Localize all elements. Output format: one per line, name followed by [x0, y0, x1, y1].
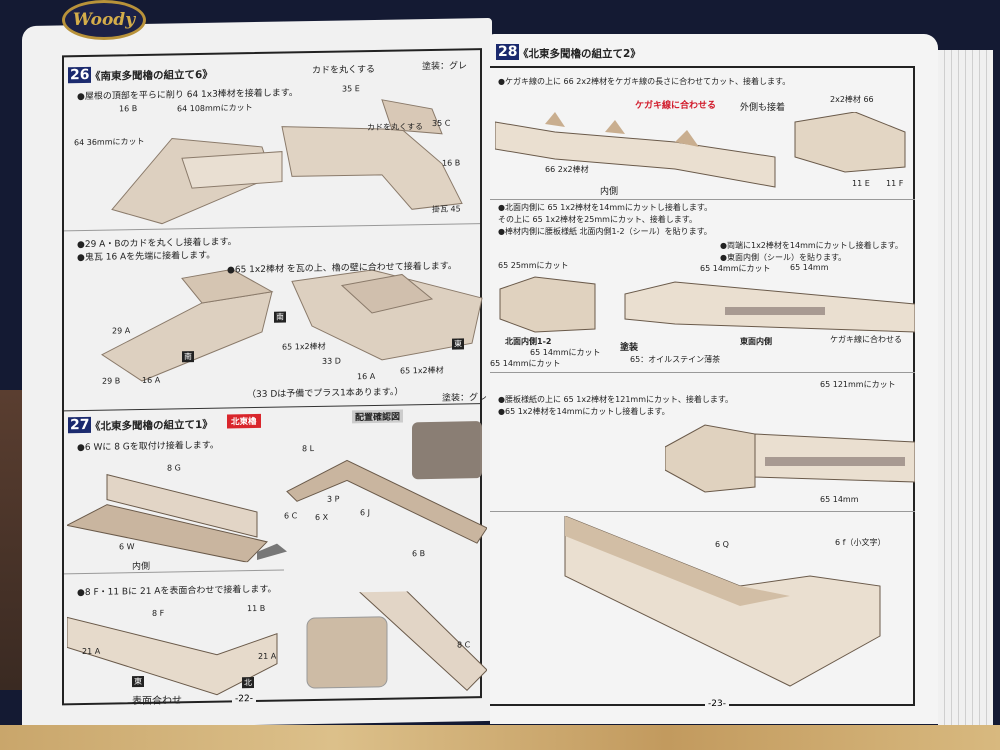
round-note: カドを丸くする — [312, 64, 376, 77]
instruction: ●65 1x2棒材を14mmにカットし接着します。 — [498, 407, 670, 416]
page-number: -22- — [232, 694, 256, 705]
instruction: その上に 65 1x2棒材を25mmにカット、接着します。 — [498, 215, 697, 224]
layout-confirm-label: 配置確認図 — [352, 409, 404, 424]
part-callout: 6 C — [284, 511, 298, 521]
part-callout: 11 B — [247, 603, 266, 614]
part-callout: 6 Q — [715, 540, 729, 549]
castle-model-illustration — [101, 268, 483, 382]
instruction: ●鬼瓦 16 Aを先端に接着します。 — [77, 250, 216, 264]
step-title: 《南東多聞櫓の組立て6》 — [90, 68, 213, 83]
part-callout: 21 A — [82, 646, 101, 657]
part-callout: 65 14mmにカット — [530, 348, 601, 357]
flush-label: 表面合わせ — [132, 695, 182, 708]
paint-note: 塗装：グレ — [442, 392, 488, 404]
warning-label: ケガキ線に合わせる — [635, 101, 717, 111]
part-callout: ケガキ線に合わせる — [830, 335, 902, 344]
wall-parts-illustration — [67, 459, 487, 563]
wall-model-illustration — [495, 112, 906, 188]
paint-spec: 65：オイルステイン薄茶 — [630, 355, 721, 364]
interior-model-illustration — [499, 276, 915, 333]
part-callout: 11 F — [886, 179, 904, 188]
step-badge: 26 — [68, 66, 92, 84]
part-callout: 8 G — [167, 463, 181, 473]
part-callout: 16 B — [119, 104, 138, 114]
brand-logo: Woody — [62, 0, 146, 40]
roof-model-illustration — [111, 99, 463, 225]
part-callout: 65 14mm — [820, 495, 859, 504]
part-callout: 8 F — [152, 608, 165, 618]
direction-label: 南 — [274, 311, 286, 323]
inner-side-label: 内側 — [600, 187, 619, 197]
left-page: 26 《南東多聞櫓の組立て6》 ●屋根の頂部を平らに削り 64 1x3棒材を接着… — [22, 17, 492, 730]
part-callout: 21 A — [258, 651, 277, 661]
assembly-illustration — [67, 589, 487, 696]
part-callout: 掛瓦 45 — [432, 204, 461, 214]
part-callout: 11 E — [852, 179, 870, 188]
paint-label: 塗装 — [620, 343, 639, 353]
part-callout: 35 C — [432, 118, 451, 128]
step-title: 《北東多聞櫓の組立て2》 — [518, 48, 641, 60]
section-tag: 北東櫓 — [227, 413, 261, 429]
divider — [490, 511, 915, 512]
instruction: ●6 Wに 8 Gを取付け接着します。 — [77, 440, 219, 454]
instruction: ●腰板様紙の上に 65 1x2棒材を121mmにカット、接着します。 — [498, 395, 734, 404]
annotation: 2x2棒材 66 — [830, 95, 874, 104]
direction-label: 東 — [132, 675, 144, 688]
spare-note: （33 Dは予備でプラス1本あります。） — [247, 387, 404, 401]
divider — [490, 199, 915, 200]
part-callout: 65 1x2棒材 — [400, 365, 444, 376]
step-badge: 27 — [68, 416, 92, 434]
inner-side-label: 内側 — [132, 561, 151, 573]
part-callout: 8 C — [457, 640, 471, 650]
part-callout: 16 A — [142, 375, 161, 386]
part-callout: 65 121mmにカット — [820, 380, 896, 389]
part-callout: 29 B — [102, 376, 121, 386]
instruction: ●東面内側（シール）を貼ります。 — [720, 253, 847, 262]
part-callout: 65 1x2棒材 — [282, 341, 326, 352]
part-callout: 16 A — [357, 371, 376, 382]
page-frame — [490, 66, 915, 706]
step-title: 《北東多聞櫓の組立て1》 — [90, 418, 213, 433]
page-number: -23- — [705, 699, 729, 709]
part-callout: 66 2x2棒材 — [545, 165, 589, 174]
wall-model-illustration — [564, 516, 881, 687]
wooden-table — [0, 725, 1000, 750]
instruction: ●両端に1x2棒材を14mmにカットし接着します。 — [720, 241, 903, 250]
paint-note: 塗装：グレ — [422, 61, 468, 73]
direction-label: 北 — [242, 677, 254, 689]
sticker-label: 北面内側1-2 — [505, 337, 552, 346]
part-callout: 33 D — [322, 356, 341, 366]
page-stack-edge — [938, 50, 993, 725]
part-callout: 65 25mmにカット — [498, 261, 569, 270]
part-callout: 6 f（小文字） — [835, 538, 886, 547]
direction-label: 東 — [452, 338, 464, 350]
part-callout: 6 W — [119, 542, 135, 552]
part-callout: 65 14mmにカット — [490, 359, 561, 368]
round-note: カドを丸くする — [367, 122, 423, 133]
sticker-label: 東面内側 — [740, 337, 772, 346]
cut-label: 64 108mmにカット — [177, 103, 253, 114]
part-callout: 6 J — [360, 508, 370, 518]
annotation: 外側も接着 — [740, 103, 786, 113]
instruction: ●ケガキ線の上に 66 2x2棒材をケガキ線の長さに合わせてカット、接着します。 — [498, 77, 791, 86]
step-badge: 28 — [496, 44, 520, 60]
part-callout: 16 B — [442, 158, 461, 168]
wall-model-illustration — [665, 424, 915, 493]
divider — [490, 372, 915, 373]
part-callout: 65 14mmにカット — [700, 264, 771, 273]
part-callout: 35 E — [342, 84, 360, 94]
instruction: ●棒材内側に腰板様紙 北面内側1-2（シール）を貼ります。 — [498, 227, 712, 236]
part-callout: 8 L — [302, 444, 315, 454]
part-callout: 29 A — [112, 326, 131, 336]
part-callout: 6 X — [315, 512, 329, 522]
part-callout: 3 P — [327, 494, 340, 504]
cut-label: 64 36mmにカット — [74, 136, 145, 148]
direction-label: 南 — [182, 351, 194, 363]
right-page: 28 《北東多聞櫓の組立て2》 ●ケガキ線の上に 66 2x2棒材をケガキ線の長… — [490, 34, 938, 724]
instruction: ●北面内側に 65 1x2棒材を14mmにカットし接着します。 — [498, 203, 713, 212]
part-callout: 65 14mm — [790, 263, 829, 272]
part-callout: 6 B — [412, 549, 426, 559]
